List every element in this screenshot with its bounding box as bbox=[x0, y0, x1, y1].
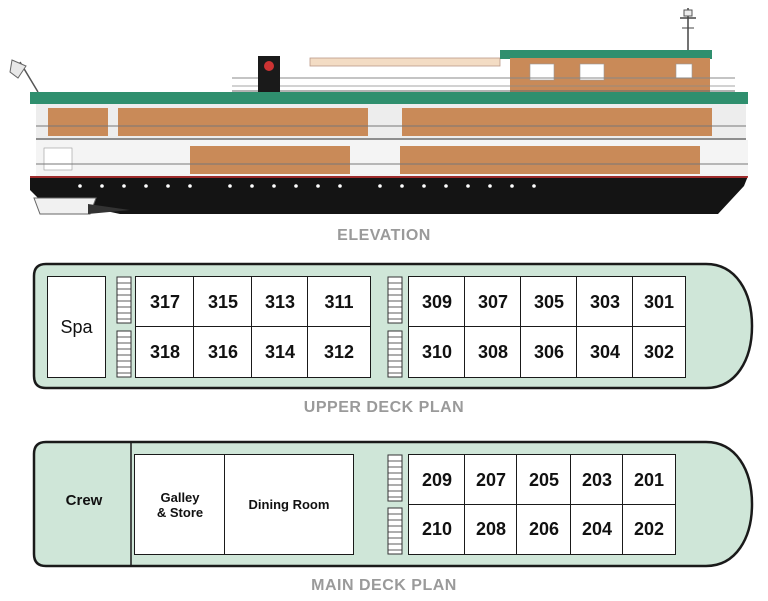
ship-elevation bbox=[9, 8, 748, 215]
cabin-306: 306 bbox=[520, 326, 578, 378]
cabin-303: 303 bbox=[576, 276, 634, 328]
galley-label: Galley bbox=[160, 489, 200, 505]
galley-store-room: Galley & Store bbox=[134, 454, 226, 555]
cabin-308: 308 bbox=[464, 326, 522, 378]
upper-deck-caption: UPPER DECK PLAN bbox=[303, 399, 465, 416]
main-fwd-stairs bbox=[387, 454, 403, 555]
upper-deck-side bbox=[36, 104, 746, 140]
upper-fwd-stairs bbox=[387, 276, 403, 378]
tender-boat bbox=[33, 197, 130, 215]
cabin-310: 310 bbox=[408, 326, 466, 378]
cabin-210: 210 bbox=[408, 504, 466, 555]
cabin-314: 314 bbox=[251, 326, 309, 378]
sun-deck bbox=[232, 50, 735, 92]
cabin-208: 208 bbox=[464, 504, 518, 555]
elevation-caption: ELEVATION bbox=[337, 227, 431, 244]
cabin-316: 316 bbox=[193, 326, 253, 378]
cabin-201: 201 bbox=[622, 454, 676, 506]
dining-room: Dining Room bbox=[224, 454, 354, 555]
main-deck-caption: MAIN DECK PLAN bbox=[311, 577, 457, 594]
cabin-301: 301 bbox=[632, 276, 686, 328]
cabin-203: 203 bbox=[570, 454, 624, 506]
cabin-312: 312 bbox=[307, 326, 371, 378]
upper-roof bbox=[30, 92, 748, 104]
cabin-315: 315 bbox=[193, 276, 253, 328]
cabin-307: 307 bbox=[464, 276, 522, 328]
cabin-309: 309 bbox=[408, 276, 466, 328]
crew-area: Crew bbox=[65, 492, 103, 509]
cabin-305: 305 bbox=[520, 276, 578, 328]
hull bbox=[30, 176, 748, 214]
cabin-202: 202 bbox=[622, 504, 676, 555]
cabin-313: 313 bbox=[251, 276, 309, 328]
cabin-317: 317 bbox=[135, 276, 195, 328]
cabin-304: 304 bbox=[576, 326, 634, 378]
mast bbox=[680, 8, 696, 50]
store-label: & Store bbox=[156, 504, 204, 520]
cabin-302: 302 bbox=[632, 326, 686, 378]
funnel bbox=[258, 56, 280, 92]
spa-room: Spa bbox=[47, 276, 106, 378]
main-deck-side bbox=[36, 140, 748, 176]
cabin-318: 318 bbox=[135, 326, 195, 378]
cabin-209: 209 bbox=[408, 454, 466, 506]
cabin-205: 205 bbox=[516, 454, 572, 506]
aft-flag bbox=[9, 59, 39, 93]
cabin-207: 207 bbox=[464, 454, 518, 506]
cabin-311: 311 bbox=[307, 276, 371, 328]
portholes bbox=[78, 184, 536, 188]
cabin-204: 204 bbox=[570, 504, 624, 555]
upper-aft-stairs bbox=[116, 276, 132, 378]
cabin-206: 206 bbox=[516, 504, 572, 555]
